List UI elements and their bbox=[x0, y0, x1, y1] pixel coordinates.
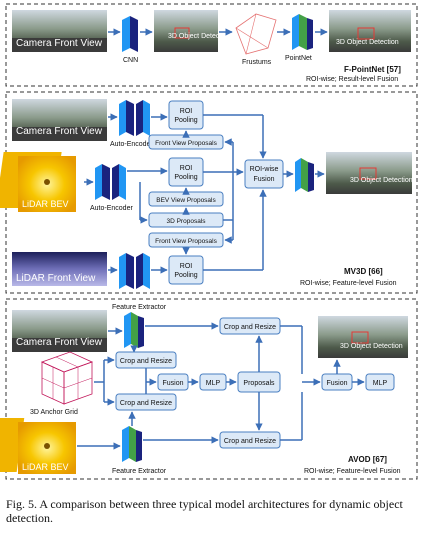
mv3d-roi-label-3b: Pooling bbox=[174, 272, 197, 279]
mv3d-lidar-bev-label: LiDAR BEV bbox=[22, 199, 69, 209]
avod-lidar-bev-label: LiDAR BEV bbox=[22, 462, 69, 472]
figure-caption: Fig. 5. A comparison between three typic… bbox=[6, 497, 403, 525]
fpointnet-camera-image: Camera Front View bbox=[12, 10, 107, 52]
mv3d-front-view-proposals-label-1: Front View Proposals bbox=[155, 140, 217, 147]
avod-camera-image: Camera Front View bbox=[12, 310, 107, 352]
mv3d-roi-label-3a: ROI bbox=[180, 263, 193, 270]
mv3d-camera-label: Camera Front View bbox=[16, 126, 103, 137]
avod-crop-resize-label-1: Crop and Resize bbox=[224, 324, 276, 331]
mv3d-subtitle: ROI-wise; Feature-level Fusion bbox=[300, 280, 397, 287]
avod-result-image: 3D Object Detection bbox=[318, 316, 408, 358]
fpointnet-detection-image: 3D Object Detection bbox=[154, 10, 231, 52]
avod-mlp-label-1: MLP bbox=[206, 380, 221, 387]
mv3d-roi-fusion-label-a: ROI-wise bbox=[250, 166, 279, 173]
avod-anchor-grid-label: 3D Anchor Grid bbox=[30, 409, 78, 416]
mv3d-autoencoder-label-1: Auto-Encoder bbox=[110, 141, 153, 148]
avod-feature-extractor-label-1: Feature Extractor bbox=[112, 304, 167, 311]
mv3d-camera-autoencoder bbox=[119, 100, 150, 136]
pointnet-block bbox=[292, 14, 313, 50]
fpointnet-title: F-PointNet [57] bbox=[344, 65, 401, 74]
mv3d-roi-fusion-label-b: Fusion bbox=[253, 176, 274, 183]
avod-camera-feature-extractor bbox=[124, 312, 144, 348]
fpointnet-result-image: 3D Object Detection bbox=[329, 10, 411, 52]
fpointnet-subtitle: ROI-wise; Result-level Fusion bbox=[306, 76, 398, 83]
avod-mlp-label-2: MLP bbox=[373, 380, 388, 387]
fpointnet-panel-border bbox=[5, 3, 418, 87]
avod-fusion-label-1: Fusion bbox=[162, 380, 183, 387]
mv3d-autoencoder-label-2: Auto-Encoder bbox=[90, 205, 133, 212]
fpointnet-result-label: 3D Object Detection bbox=[336, 39, 399, 46]
avod-proposals-label: Proposals bbox=[243, 380, 275, 387]
mv3d-roi-wise-fusion-box bbox=[244, 159, 284, 189]
mv3d-front-autoencoder bbox=[119, 253, 150, 289]
mv3d-camera-image: Camera Front View bbox=[12, 99, 107, 141]
mv3d-roi-label-1b: Pooling bbox=[174, 117, 197, 124]
mv3d-result-label: 3D Object Detection bbox=[350, 177, 413, 184]
mv3d-title: MV3D [66] bbox=[344, 267, 383, 276]
mv3d-roi-label-2b: Pooling bbox=[174, 174, 197, 181]
mv3d-result-image: 3D Object Detection bbox=[326, 152, 413, 194]
mv3d-front-view-proposals-label-2: Front View Proposals bbox=[155, 238, 217, 245]
mv3d-roi-pooling-box-3 bbox=[168, 255, 204, 285]
mv3d-roi-pooling-box-2 bbox=[168, 157, 204, 187]
avod-lidar-bev-image: LiDAR BEV bbox=[0, 418, 76, 474]
mv3d-lidar-bev-image: LiDAR BEV bbox=[0, 152, 76, 212]
avod-result-label: 3D Object Detection bbox=[340, 343, 403, 350]
avod-subtitle: ROI-wise; Feature-level Fusion bbox=[304, 468, 401, 475]
avod-panel-border bbox=[5, 298, 418, 480]
avod-title: AVOD [67] bbox=[348, 455, 387, 464]
fpointnet-cnn-label: CNN bbox=[123, 57, 138, 64]
avod-crop-resize-label-3: Crop and Resize bbox=[120, 400, 172, 407]
svg-text:3D Object Detection: 3D Object Detection bbox=[168, 33, 231, 40]
fpointnet-camera-label: Camera Front View bbox=[16, 38, 103, 49]
mv3d-roi-pooling-box-1 bbox=[168, 100, 204, 130]
avod-camera-label: Camera Front View bbox=[16, 337, 103, 348]
mv3d-roi-label-2a: ROI bbox=[180, 165, 193, 172]
avod-bev-feature-extractor bbox=[122, 426, 142, 462]
mv3d-lidar-front-image: LiDAR Front View bbox=[12, 252, 107, 286]
mv3d-bev-autoencoder bbox=[95, 164, 126, 200]
avod-fusion-label-2: Fusion bbox=[326, 380, 347, 387]
mv3d-3d-proposals-label: 3D Proposals bbox=[166, 218, 206, 225]
pointnet-label: PointNet bbox=[285, 55, 312, 62]
frustums-sketch bbox=[235, 13, 277, 55]
mv3d-bev-view-proposals-label: BEV View Proposals bbox=[156, 197, 216, 204]
frustums-label: Frustums bbox=[242, 59, 272, 66]
mv3d-roi-label-1a: ROI bbox=[180, 108, 193, 115]
mv3d-fusion-network-block bbox=[295, 158, 314, 192]
fpointnet-detect-label: 3D Object Detection bbox=[168, 33, 231, 40]
avod-crop-resize-label-2: Crop and Resize bbox=[120, 358, 172, 365]
avod-crop-resize-label-4: Crop and Resize bbox=[224, 438, 276, 445]
avod-feature-extractor-label-2: Feature Extractor bbox=[112, 468, 167, 475]
mv3d-lidar-front-label: LiDAR Front View bbox=[16, 273, 96, 284]
avod-anchor-grid-cube bbox=[40, 351, 94, 405]
avod-mlp-right bbox=[365, 373, 395, 391]
fpointnet-cnn-block bbox=[122, 16, 138, 52]
